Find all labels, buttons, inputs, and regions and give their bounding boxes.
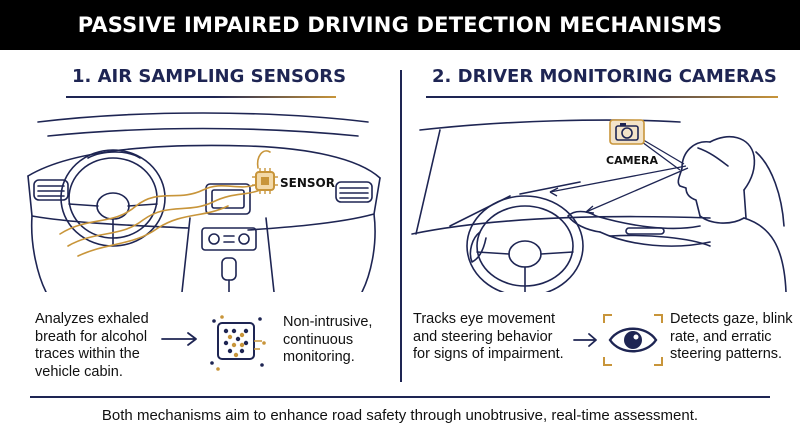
driver-cabin-illustration: CAMERA <box>411 119 787 292</box>
eye-icon <box>603 314 663 366</box>
arrow-right-icon <box>573 333 597 347</box>
sensor-chip-icon <box>252 168 278 194</box>
footer-divider <box>30 396 770 398</box>
right-description: Tracks eye movement and steering behavio… <box>413 311 564 362</box>
camera-icon <box>609 119 645 145</box>
arrow-right-icon <box>161 332 197 346</box>
car-dashboard-illustration: SENSOR <box>27 112 381 292</box>
right-section-heading: 2. DRIVER MONITORING CAMERAS <box>432 66 777 87</box>
title-banner: PASSIVE IMPAIRED DRIVING DETECTION MECHA… <box>0 0 800 50</box>
left-section-heading: 1. AIR SAMPLING SENSORS <box>72 66 347 87</box>
footer-caption: Both mechanisms aim to enhance road safe… <box>101 407 699 424</box>
page-title: PASSIVE IMPAIRED DRIVING DETECTION MECHA… <box>77 13 723 37</box>
left-heading-underline <box>66 96 336 98</box>
camera-label: CAMERA <box>606 154 659 167</box>
molecule-grid-icon <box>210 315 266 371</box>
right-benefit: Detects gaze, blink rate, and erratic st… <box>670 311 793 362</box>
section-divider <box>400 70 402 382</box>
left-benefit: Non-intrusive, continuous monitoring. <box>283 314 373 365</box>
left-description: Analyzes exhaled breath for alcohol trac… <box>35 311 149 380</box>
right-heading-underline <box>426 96 778 98</box>
sensor-label: SENSOR <box>280 176 335 190</box>
